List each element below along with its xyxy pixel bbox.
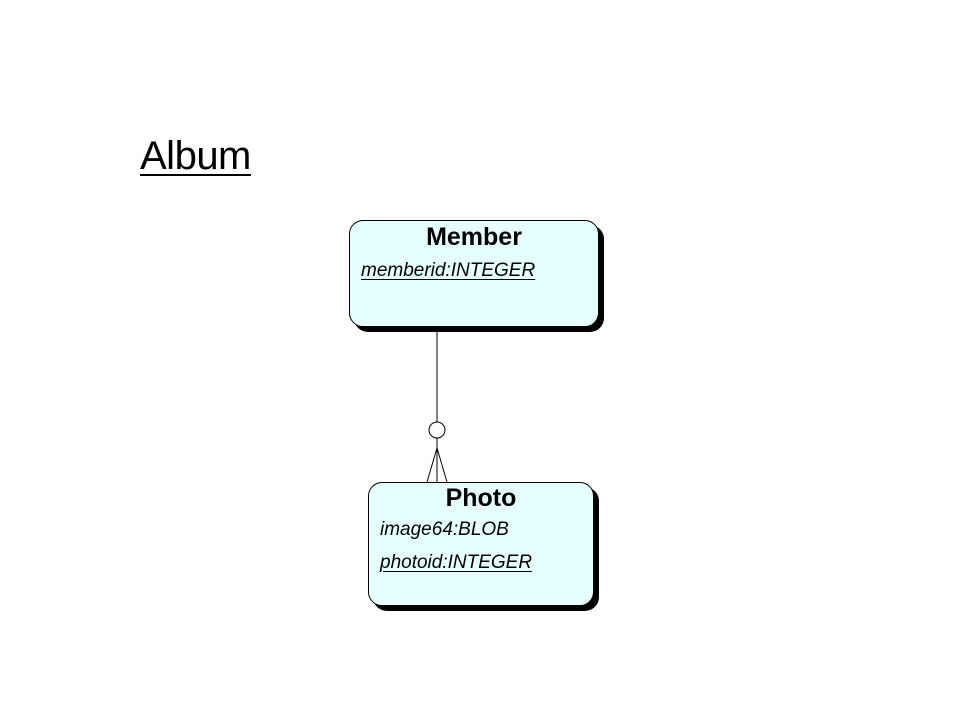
attribute-photoid: photoid:INTEGER [380,552,533,573]
crowfoot-right [436,447,448,483]
attribute-memberid: memberid:INTEGER [361,260,536,281]
optional-circle [428,421,446,439]
entity-photo[interactable]: Photo image64:BLOB photoid:INTEGER [368,482,594,606]
crowfoot-left [426,447,438,483]
entity-member[interactable]: Member memberid:INTEGER [349,220,599,327]
attribute-image64: image64:BLOB [380,519,509,540]
entity-name: Photo [445,484,517,512]
diagram-title: Album [140,134,251,178]
entity-name: Member [426,223,522,251]
